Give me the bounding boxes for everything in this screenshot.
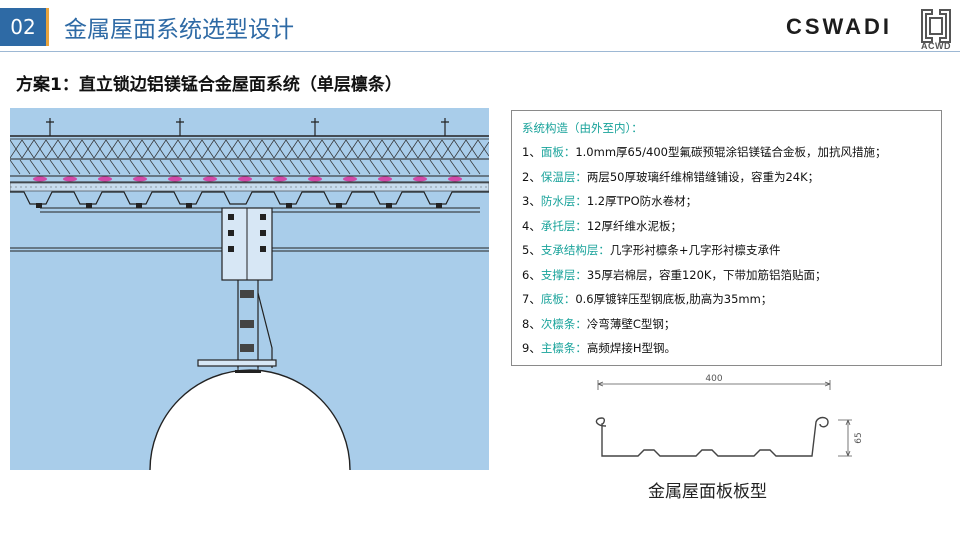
spec-label: 面板：: [540, 145, 576, 159]
logo-text: ACWD: [921, 41, 951, 51]
header-divider: [0, 51, 960, 52]
spec-text: 高频焊接H型钢。: [586, 341, 676, 355]
spec-item: 7、底板：0.6厚镀锌压型钢底板,肋高为35mm；: [522, 291, 941, 309]
roof-section-drawing: [10, 108, 489, 470]
spec-item: 8、次檩条：冷弯薄壁C型钢；: [522, 316, 941, 334]
spec-num: 3、: [522, 194, 541, 208]
acwd-logo-icon: [921, 9, 951, 43]
profile-caption: 金属屋面板板型: [648, 482, 767, 502]
spec-text: 35厚岩棉层，容重120K，下带加筋铝箔贴面；: [586, 267, 827, 282]
spec-text: 1.2厚TPO防水卷材；: [586, 194, 698, 208]
width-dimension: 400: [705, 374, 722, 384]
header-accent-bar: [46, 8, 49, 46]
spec-label: 次檩条：: [540, 316, 587, 331]
spec-num: 1、: [522, 145, 541, 159]
system-construction-box: 系统构造（由外至内）： 1、面板：1.0mm厚65/400型氟碳预辊涂铝镁锰合金…: [511, 110, 942, 366]
spec-text: 1.0mm厚65/400型氟碳预辊涂铝镁锰合金板，加抗风措施；: [575, 145, 887, 159]
spec-heading: 系统构造（由外至内）：: [522, 121, 643, 135]
spec-num: 5、: [522, 243, 541, 257]
spec-num: 8、: [522, 316, 541, 331]
panel-profile-drawing: 400 65: [595, 374, 864, 457]
spec-item: 1、面板：1.0mm厚65/400型氟碳预辊涂铝镁锰合金板，加抗风措施；: [522, 144, 941, 162]
spec-text: 冷弯薄壁C型钢；: [586, 316, 676, 331]
spec-label: 保温层：: [540, 169, 587, 184]
section-number: 02: [0, 8, 46, 46]
spec-label: 底板：: [540, 292, 576, 306]
spec-item: 5、支承结构层：几字形衬檩条+几字形衬檩支承件: [522, 242, 941, 260]
spec-label: 支承结构层：: [540, 243, 610, 257]
spec-num: 9、: [522, 341, 541, 355]
spec-text: 几字形衬檩条+几字形衬檩支承件: [609, 243, 781, 257]
spec-num: 6、: [522, 267, 541, 282]
spec-label: 支撑层：: [540, 267, 587, 282]
spec-item: 9、主檩条：高频焊接H型钢。: [522, 340, 941, 358]
spec-item: 4、承托层：12厚纤维水泥板；: [522, 218, 941, 236]
spec-label: 主檩条：: [540, 341, 587, 355]
scheme-title: 方案1：直立锁边铝镁锰合金屋面系统（单层檩条）: [16, 75, 402, 95]
spec-item: 6、支撑层：35厚岩棉层，容重120K，下带加筋铝箔贴面；: [522, 267, 941, 285]
spec-item: 2、保温层：两层50厚玻璃纤维棉错缝铺设，容重为24K；: [522, 169, 941, 187]
brand-name: CSWADI: [786, 14, 892, 39]
spec-text: 12厚纤维水泥板；: [586, 218, 682, 233]
spec-label: 承托层：: [540, 218, 587, 233]
spec-item: 3、防水层：1.2厚TPO防水卷材；: [522, 193, 941, 211]
height-dimension: 65: [854, 432, 864, 443]
spec-num: 2、: [522, 169, 541, 184]
spec-label: 防水层：: [540, 194, 587, 208]
spec-num: 7、: [522, 292, 541, 306]
roof-detail-svg: [10, 118, 489, 470]
spec-num: 4、: [522, 218, 541, 233]
page-title: 金属屋面系统选型设计: [64, 17, 294, 43]
spec-text: 两层50厚玻璃纤维棉错缝铺设，容重为24K；: [586, 169, 820, 184]
spec-text: 0.6厚镀锌压型钢底板,肋高为35mm；: [575, 292, 773, 306]
